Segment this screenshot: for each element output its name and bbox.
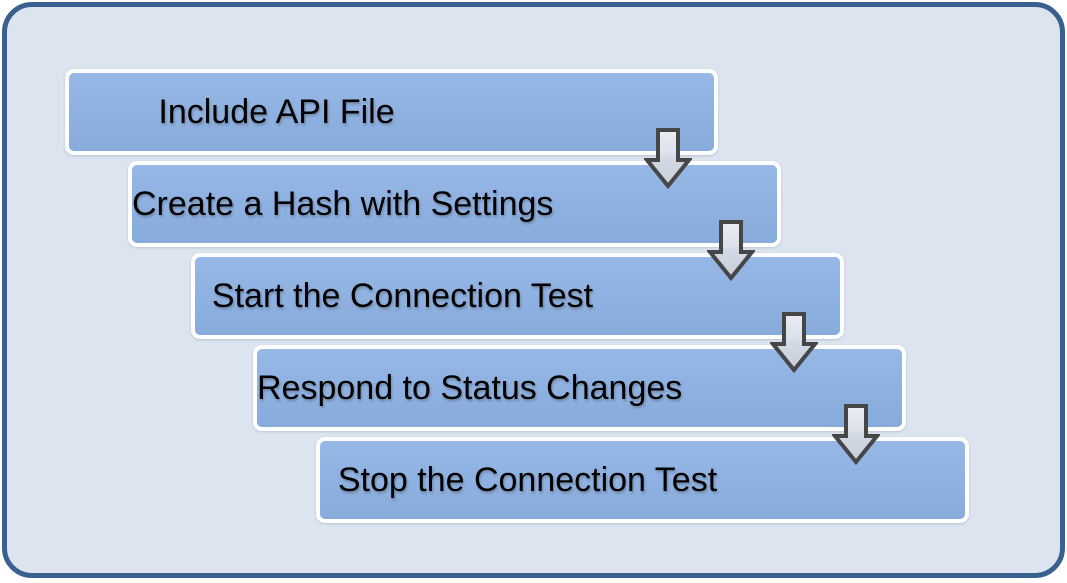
down-arrow-icon (707, 220, 755, 281)
step-label: Start the Connection Test (211, 276, 594, 315)
step-box-start-connection-test: Start the Connection Test (191, 253, 844, 339)
step-label: Include API File (158, 92, 395, 131)
step-label: Stop the Connection Test (337, 460, 718, 499)
down-arrow-icon (644, 128, 692, 189)
step-label: Respond to Status Changes (257, 368, 683, 407)
step-label: Create a Hash with Settings (132, 184, 554, 223)
down-arrow-icon (770, 312, 818, 373)
step-box-include-api-file: Include API File (65, 69, 718, 155)
down-arrow-icon (832, 404, 880, 465)
